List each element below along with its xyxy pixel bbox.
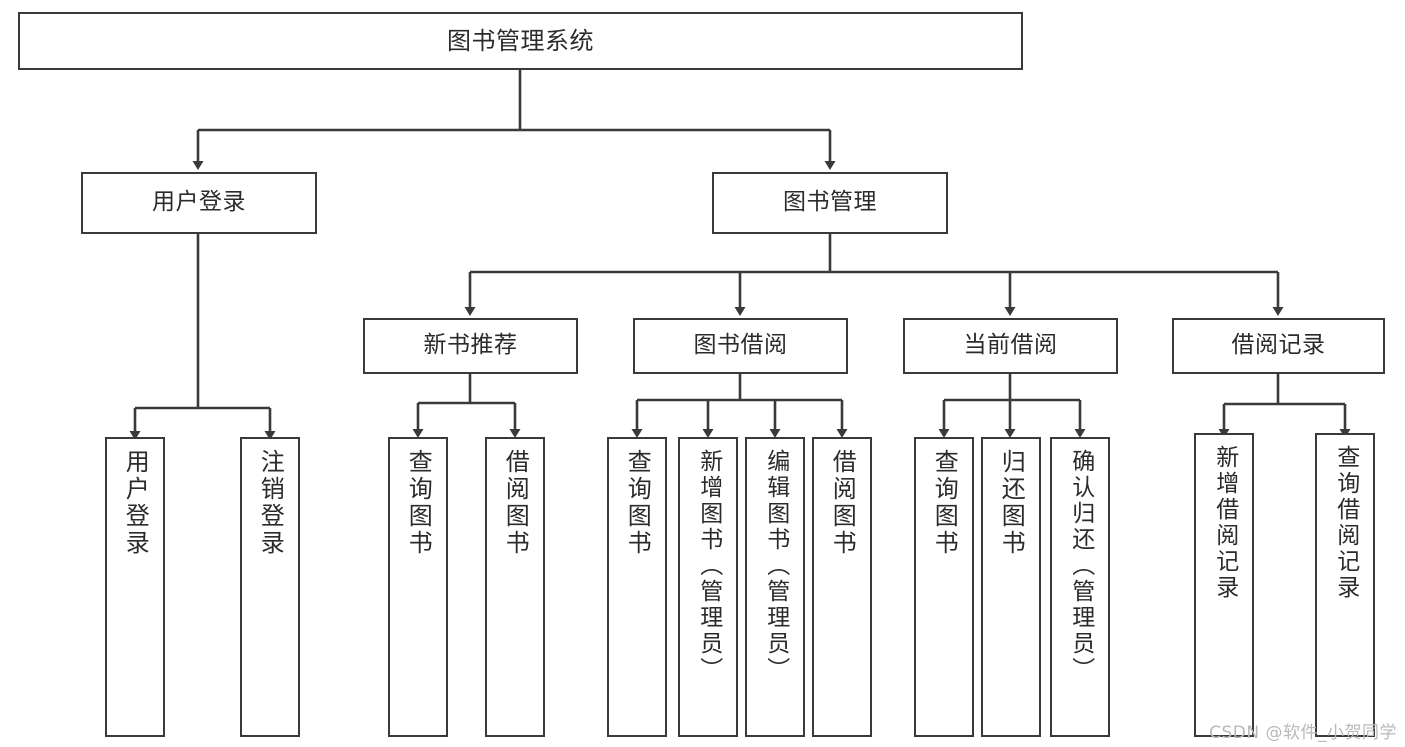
node-borrow-record[interactable]: 借阅记录 xyxy=(1172,318,1385,374)
node-label: 查询图书 xyxy=(930,449,959,557)
node-root-system[interactable]: 图书管理系统 xyxy=(18,12,1023,70)
node-leaf-add-borrow-record[interactable]: 新增借阅记录 xyxy=(1194,433,1254,737)
node-leaf-query-borrow-record[interactable]: 查询借阅记录 xyxy=(1315,433,1375,737)
node-leaf-add-book-admin[interactable]: 新增图书（管理员） xyxy=(678,437,738,737)
node-label: 图书管理 xyxy=(783,189,877,216)
node-label: 新增图书（管理员） xyxy=(695,449,722,683)
node-label: 用户登录 xyxy=(152,189,246,216)
node-leaf-logout-login[interactable]: 注销登录 xyxy=(240,437,300,737)
node-label: 查询借阅记录 xyxy=(1332,445,1359,601)
node-label: 图书管理系统 xyxy=(447,26,594,55)
node-leaf-query-book-2[interactable]: 查询图书 xyxy=(607,437,667,737)
node-label: 查询图书 xyxy=(623,449,652,557)
node-label: 确认归还（管理员） xyxy=(1067,449,1094,683)
node-label: 图书借阅 xyxy=(693,332,788,359)
node-new-book-recommend[interactable]: 新书推荐 xyxy=(363,318,578,374)
node-label: 借阅记录 xyxy=(1231,332,1326,359)
node-leaf-borrow-book-2[interactable]: 借阅图书 xyxy=(812,437,872,737)
node-label: 新书推荐 xyxy=(423,332,518,359)
node-current-borrow[interactable]: 当前借阅 xyxy=(903,318,1118,374)
node-label: 编辑图书（管理员） xyxy=(762,449,789,683)
node-leaf-confirm-return-admin[interactable]: 确认归还（管理员） xyxy=(1050,437,1110,737)
node-leaf-query-book-3[interactable]: 查询图书 xyxy=(914,437,974,737)
node-label: 查询图书 xyxy=(404,449,433,557)
node-label: 注销登录 xyxy=(256,449,285,557)
node-book-borrow[interactable]: 图书借阅 xyxy=(633,318,848,374)
node-leaf-borrow-book-1[interactable]: 借阅图书 xyxy=(485,437,545,737)
node-label: 借阅图书 xyxy=(501,449,530,557)
node-leaf-edit-book-admin[interactable]: 编辑图书（管理员） xyxy=(745,437,805,737)
node-leaf-user-login[interactable]: 用户登录 xyxy=(105,437,165,737)
node-label: 新增借阅记录 xyxy=(1211,445,1238,601)
node-label: 归还图书 xyxy=(997,449,1026,557)
node-label: 借阅图书 xyxy=(828,449,857,557)
node-user-login[interactable]: 用户登录 xyxy=(81,172,317,234)
node-book-manage[interactable]: 图书管理 xyxy=(712,172,948,234)
node-label: 当前借阅 xyxy=(963,332,1058,359)
node-leaf-return-book[interactable]: 归还图书 xyxy=(981,437,1041,737)
node-leaf-query-book-1[interactable]: 查询图书 xyxy=(388,437,448,737)
watermark-text: CSDN @软件_小贺同学 xyxy=(1209,723,1397,743)
node-label: 用户登录 xyxy=(121,449,150,557)
